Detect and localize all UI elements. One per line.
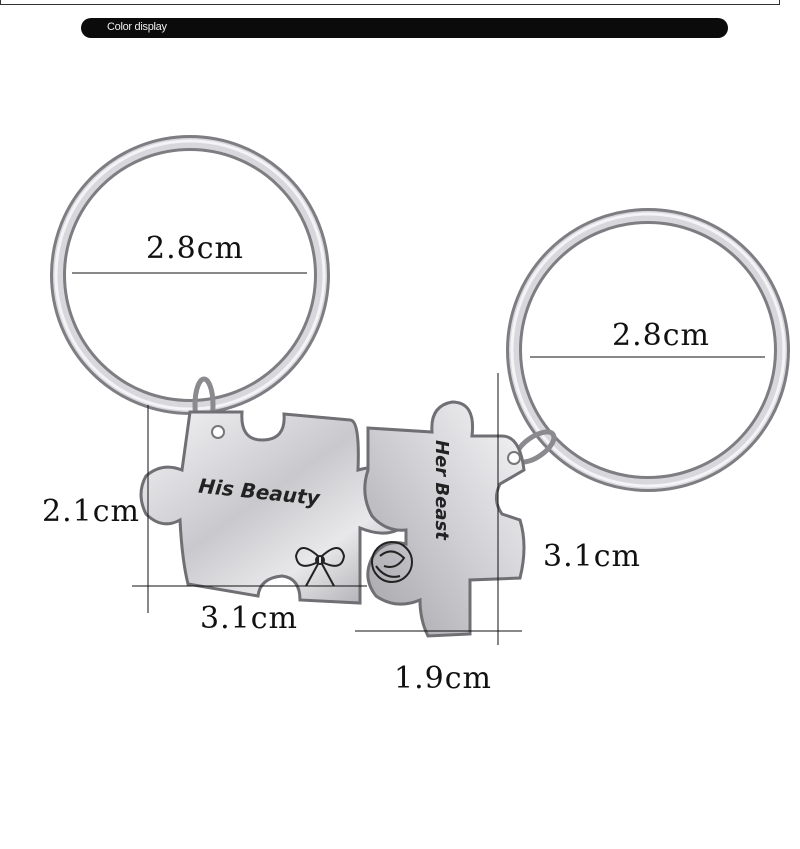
- left-ring-diameter-label: 2.8cm: [146, 231, 244, 266]
- left-piece-width-label: 3.1cm: [200, 601, 298, 636]
- right-piece-hole: [507, 451, 521, 465]
- left-piece-height-label: 2.1cm: [42, 494, 140, 529]
- right-ring-diameter-label: 2.8cm: [612, 318, 710, 353]
- top-frame: [0, 0, 780, 5]
- right-piece-width-label: 1.9cm: [394, 661, 492, 696]
- section-header: Color display: [81, 18, 728, 38]
- right-piece-engraving: Her Beast: [431, 440, 452, 541]
- right-key-ring: [506, 208, 790, 492]
- dimension-lines: [72, 272, 765, 645]
- rose-icon: [371, 541, 413, 583]
- right-piece-height-label: 3.1cm: [543, 539, 641, 574]
- left-piece-hole: [211, 425, 225, 439]
- section-header-label: Color display: [107, 21, 167, 33]
- bow-icon: [294, 547, 346, 587]
- left-key-ring: [50, 135, 330, 415]
